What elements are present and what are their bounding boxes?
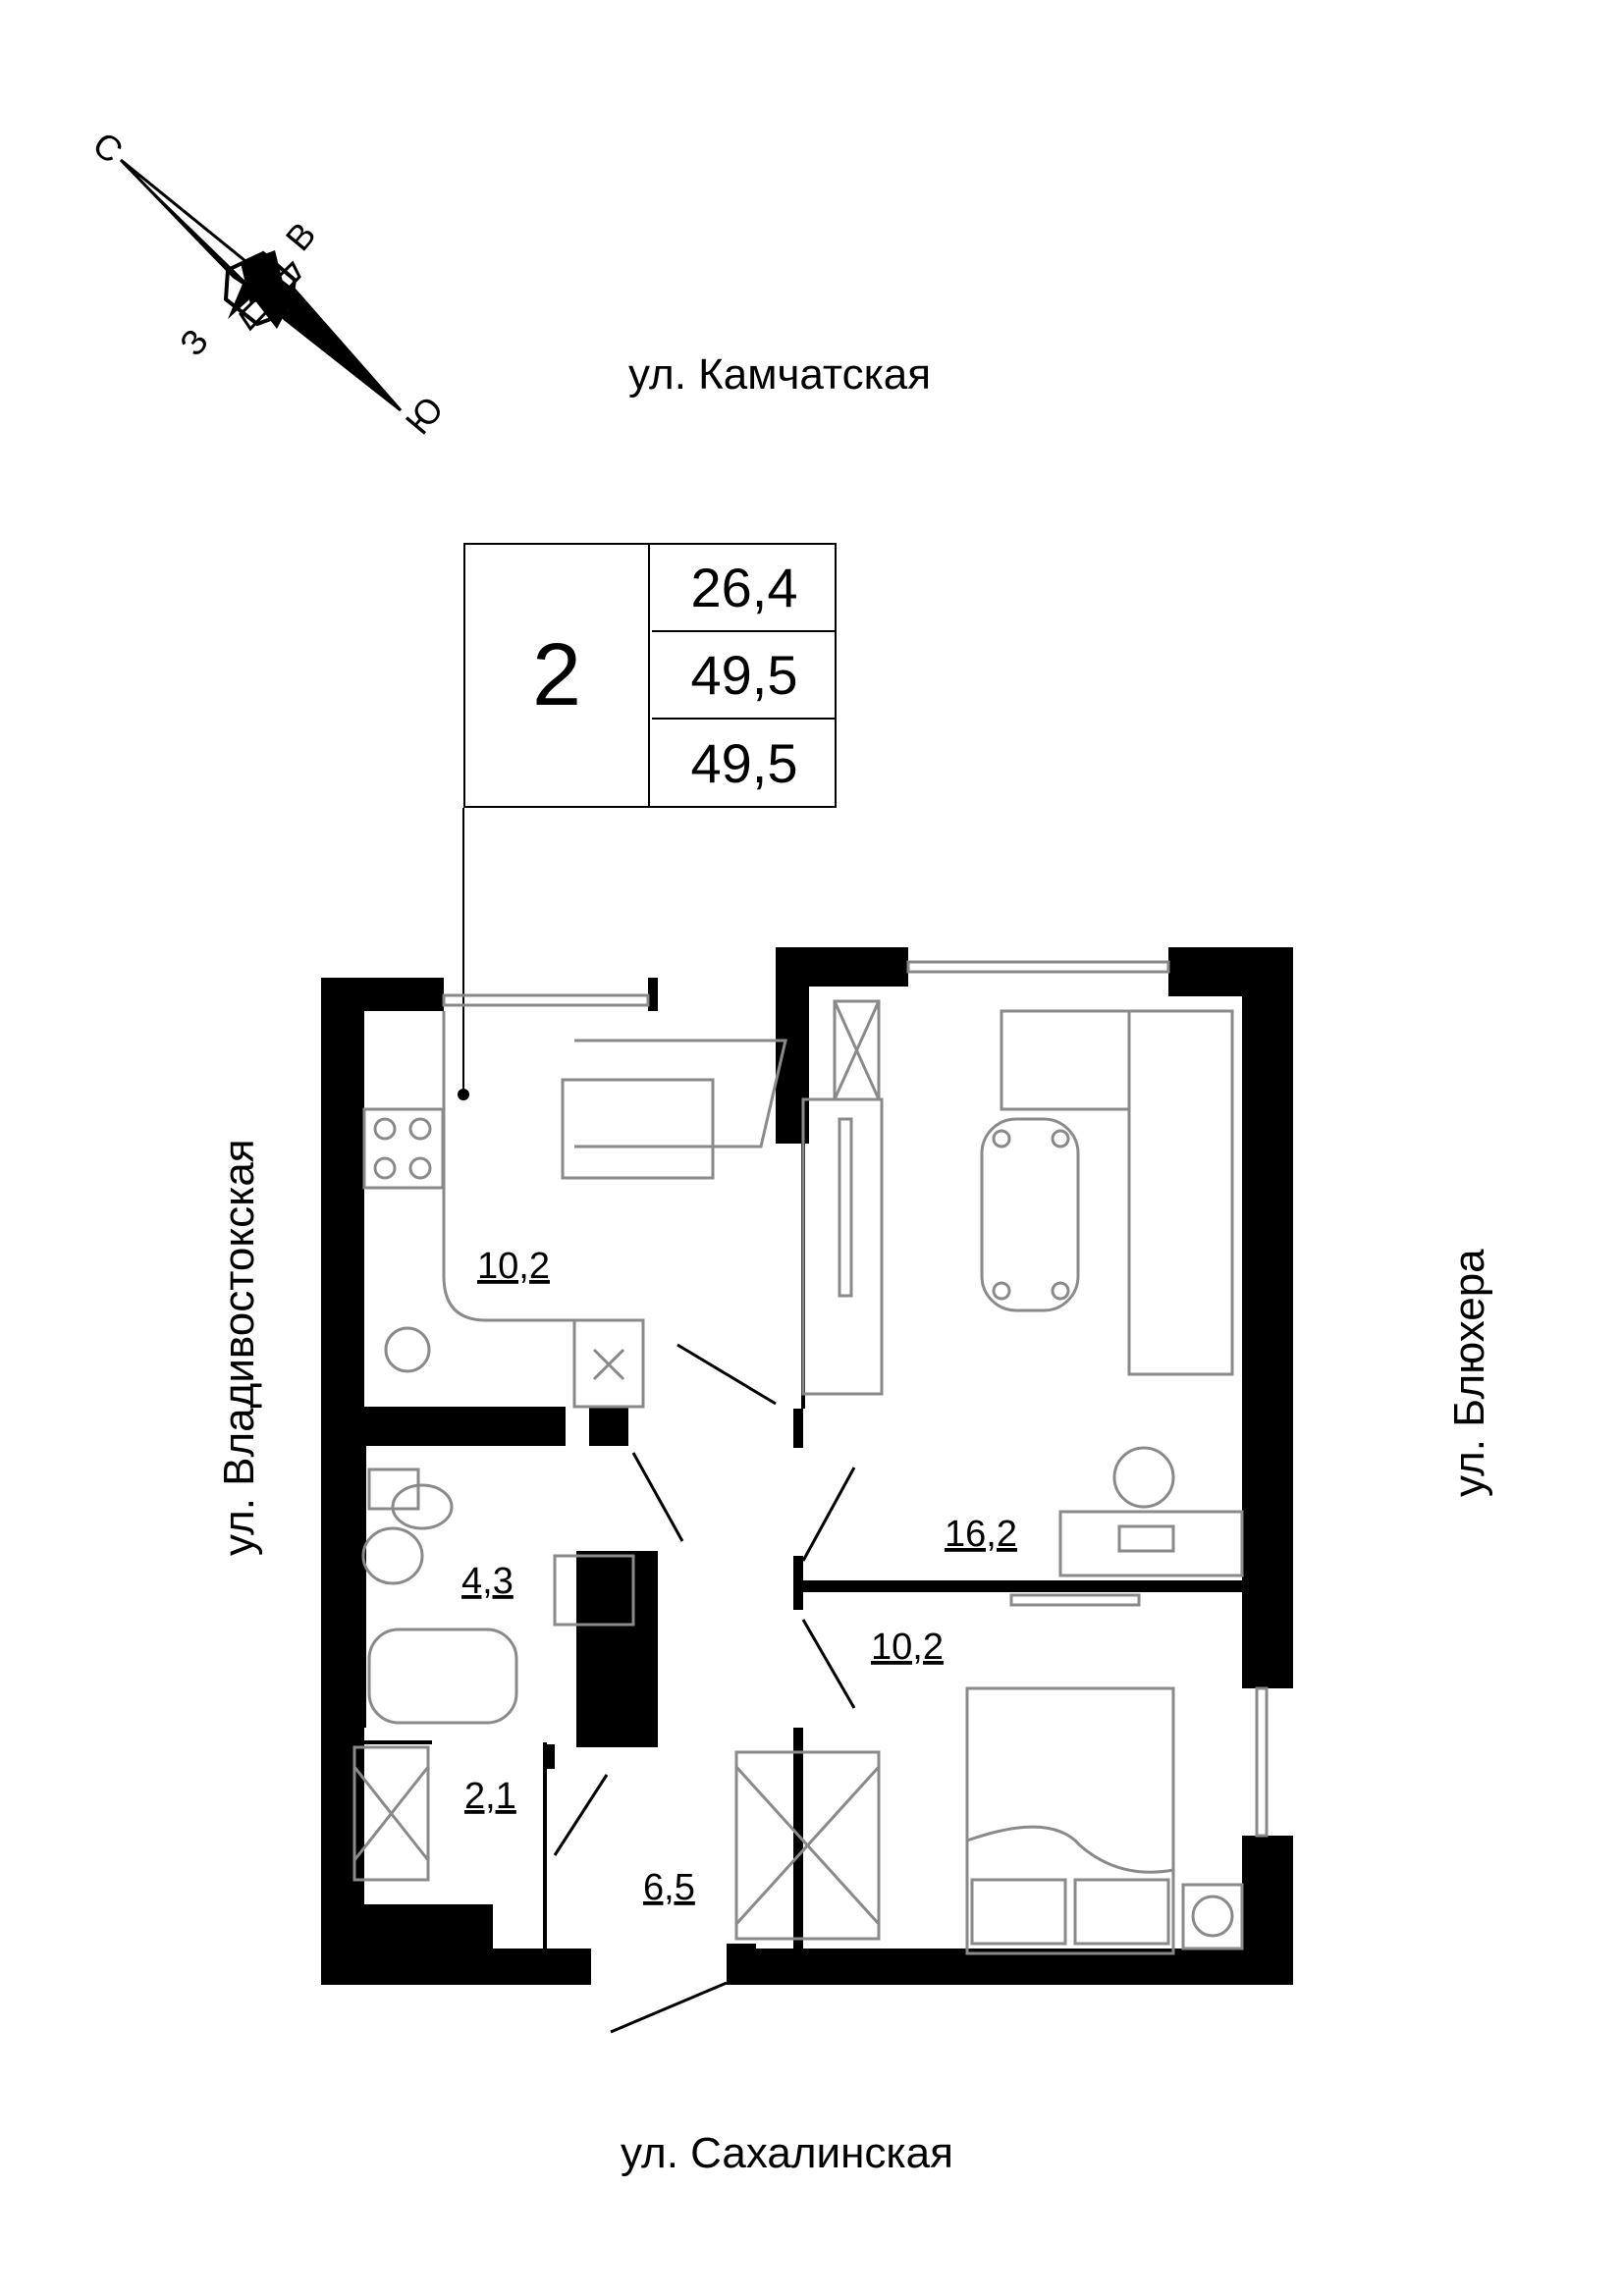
walls <box>321 947 1293 1985</box>
windows <box>442 960 1293 1838</box>
room-count: 2 <box>465 545 650 806</box>
apartment-info-box: 2 26,4 49,5 49,5 <box>463 543 837 808</box>
total-area-with-balcony-value: 49,5 <box>690 732 798 794</box>
living-area-value: 26,4 <box>652 545 837 632</box>
furniture <box>352 999 1244 1955</box>
street-bottom-label: ул. Сахалинская <box>621 2129 953 2177</box>
living-room-area-label: 16,2 <box>945 1514 1017 1555</box>
door-swings <box>553 1343 856 2034</box>
compass-east-label: В <box>278 214 324 258</box>
kitchen-area-label: 10,2 <box>477 1246 550 1287</box>
storage-area-label: 2,1 <box>464 1776 516 1817</box>
hallway-area-label: 6,5 <box>643 1867 695 1908</box>
compass-rose-icon: С В З Ю <box>85 124 451 442</box>
total-area-value: 49,5 <box>652 632 837 720</box>
bathroom-area-label: 4,3 <box>461 1561 514 1602</box>
room-labels: 10,2 16,2 10,2 4,3 2,1 6,5 <box>461 1246 1017 1908</box>
compass-south-label: Ю <box>398 389 452 442</box>
bedroom-area-label: 10,2 <box>871 1627 944 1668</box>
street-top-label: ул. Камчатская <box>628 350 932 399</box>
compass-west-label: З <box>172 321 216 363</box>
